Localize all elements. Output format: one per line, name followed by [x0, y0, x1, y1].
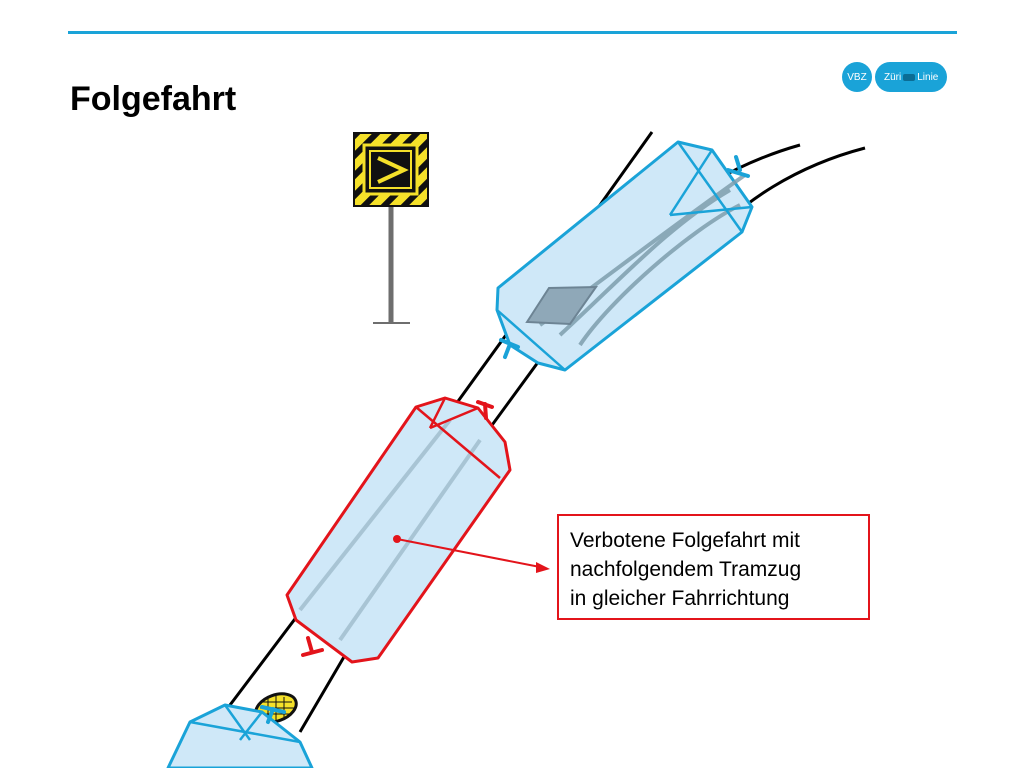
tram-mark-icon [903, 73, 916, 81]
header-rule [68, 31, 957, 34]
callout-box: Verbotene Folgefahrt mit nachfolgendem T… [557, 514, 870, 620]
logo-zurilinie-badge: Züri Linie [875, 62, 948, 92]
signal-sign [353, 132, 429, 324]
page-title: Folgefahrt [70, 80, 237, 118]
callout-line-2: nachfolgendem Tramzug [570, 558, 802, 581]
grid-plate [525, 285, 598, 326]
logo-text-linie: Linie [917, 71, 939, 83]
vbz-logo: VBZ Züri Linie [842, 62, 948, 92]
callout-line-1: Verbotene Folgefahrt mit [570, 529, 800, 552]
tram-forbidden [285, 396, 550, 664]
logo-text-zuri: Züri [884, 71, 902, 83]
chevron-right-icon [377, 156, 409, 184]
pointer-arrowhead [536, 562, 550, 573]
callout-line-3: in gleicher Fahrrichtung [570, 587, 790, 610]
tram-following [166, 703, 314, 768]
pointer-line [396, 538, 541, 568]
sign-face [362, 143, 419, 196]
tram-ahead [495, 140, 754, 372]
logo-vbz-badge: VBZ [842, 62, 872, 92]
